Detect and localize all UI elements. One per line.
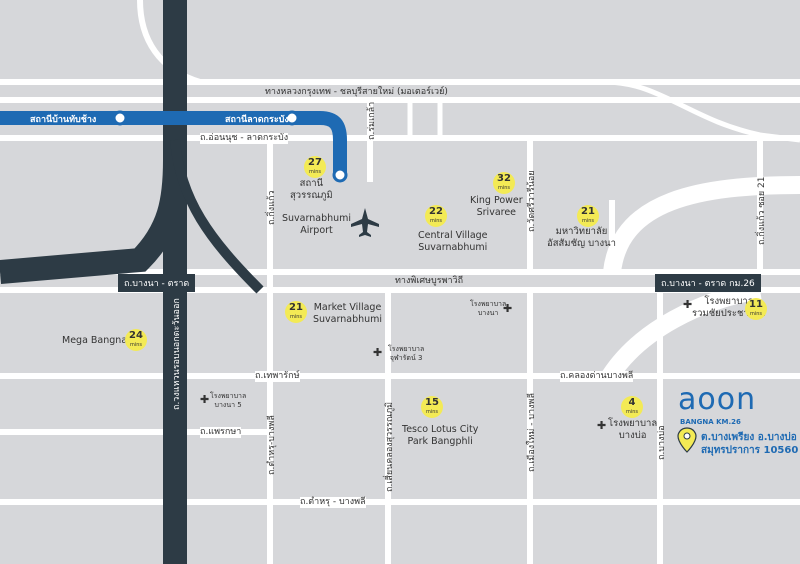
hospital-chulararat3: โรงพยาบาล จุฬารัตน์ 3 bbox=[388, 345, 425, 362]
metro-label-suvarnabhumi: สถานี สุวรรณภูมิ bbox=[290, 178, 333, 201]
metro-label-ban-thap-chang: สถานีบ้านทับช้าง bbox=[30, 115, 97, 125]
metro-station-ban-thap-chang-dot bbox=[112, 110, 128, 126]
place-market-village: Market Village Suvarnabhumi bbox=[313, 302, 383, 325]
curve-road-upper bbox=[603, 176, 800, 274]
place-university: มหาวิทยาลัย อัสสัมชัญ บางนา bbox=[547, 226, 616, 249]
hospital-bangna5: โรงพยาบาล บางนา 5 bbox=[210, 392, 247, 409]
airplane-icon bbox=[351, 208, 379, 237]
metro-line bbox=[0, 111, 347, 175]
kanchanaphisek-ramp bbox=[170, 139, 264, 294]
curve-road-lower bbox=[602, 281, 762, 382]
label-special-way: ทางพิเศษบูรพาวิถี bbox=[395, 276, 464, 286]
brand-logo: aoon bbox=[678, 382, 757, 417]
hospital-icon: ✚ bbox=[503, 302, 513, 315]
brand-subtitle: BANGNA KM.26 bbox=[680, 418, 741, 426]
label-motorway: ทางหลวงกรุงเทพ - ชลบุรีสายใหม่ (มอเตอร์เ… bbox=[265, 87, 448, 97]
label-kanchanaphisek: ถ.วงแหวนรอบนอกตะวันออก bbox=[172, 298, 182, 410]
label-tamru-bangphli-h: ถ.ตำหรุ - บางพลี bbox=[300, 497, 366, 508]
hospital-icon: ✚ bbox=[597, 419, 607, 432]
hospital-icon: ✚ bbox=[683, 298, 693, 311]
hospital-bangna: โรงพยาบาล บางนา bbox=[470, 300, 507, 317]
label-king-kaew-21: ถ.กิ่งแก้ว ซอย 21 bbox=[757, 176, 767, 245]
metro-label-lat-krabang: สถานีลาดกระบัง bbox=[225, 115, 289, 125]
metro-station-suvarnabhumi-dot bbox=[332, 167, 348, 183]
place-central-village: Central Village Suvarnabhumi bbox=[418, 230, 488, 253]
motorway-ramp bbox=[604, 79, 800, 143]
place-airport: Suvarnabhumi Airport bbox=[282, 213, 352, 236]
label-sian-khlong: ถ.เสี่ยนคลองสุวรรณภูมิ bbox=[385, 401, 395, 492]
tag-bangna-trat-km26: ถ.บางนา - ตราด กม.26 bbox=[655, 274, 761, 292]
brand-address-line2: สมุทรปราการ 10560 bbox=[701, 445, 799, 456]
label-rom-klao: ถ.ร่มเกล้า bbox=[367, 101, 377, 140]
label-on-nut: ถ.อ่อนนุช - ลาดกระบัง bbox=[200, 133, 289, 144]
place-tesco: Tesco Lotus City Park Bangphli bbox=[402, 424, 479, 447]
label-mueang-mai: ถ.เมืองใหม่ - บางพลี bbox=[527, 393, 537, 472]
label-tamru-bangphli-v: ถ.ตำหรุ-บางพลี bbox=[267, 415, 277, 475]
label-khlong-dan: ถ.คลองด่านบางพลี bbox=[560, 371, 634, 382]
location-pin-icon bbox=[677, 427, 697, 453]
hospital-icon: ✚ bbox=[200, 393, 210, 406]
tag-bangna-trat: ถ.บางนา - ตราด bbox=[118, 274, 196, 292]
place-king-power: King Power Srivaree bbox=[470, 195, 523, 218]
metro-station-lat-krabang-dot bbox=[284, 110, 300, 126]
label-king-kaew: ถ.กิ่งแก้ว bbox=[267, 190, 277, 225]
curve-road-top-left bbox=[137, 0, 201, 85]
label-thepharak: ถ.เทพารักษ์ bbox=[255, 371, 300, 382]
hospital-bangbo: โรงพยาบาล บางบ่อ bbox=[608, 418, 658, 441]
brand-address-line1: ต.บางเพรียง อ.บางบ่อ bbox=[701, 432, 797, 443]
label-wat-sri-wariya: ถ.วัดศรีวารีน้อย bbox=[527, 170, 537, 232]
hospital-ruamchai: โรงพยาบาล รวมชัยประชารักษ์ bbox=[692, 296, 766, 319]
place-mega-bangna: Mega Bangna bbox=[62, 335, 128, 346]
label-phraeksa: ถ.แพรกษา bbox=[200, 427, 242, 438]
hospital-icon: ✚ bbox=[373, 346, 383, 359]
